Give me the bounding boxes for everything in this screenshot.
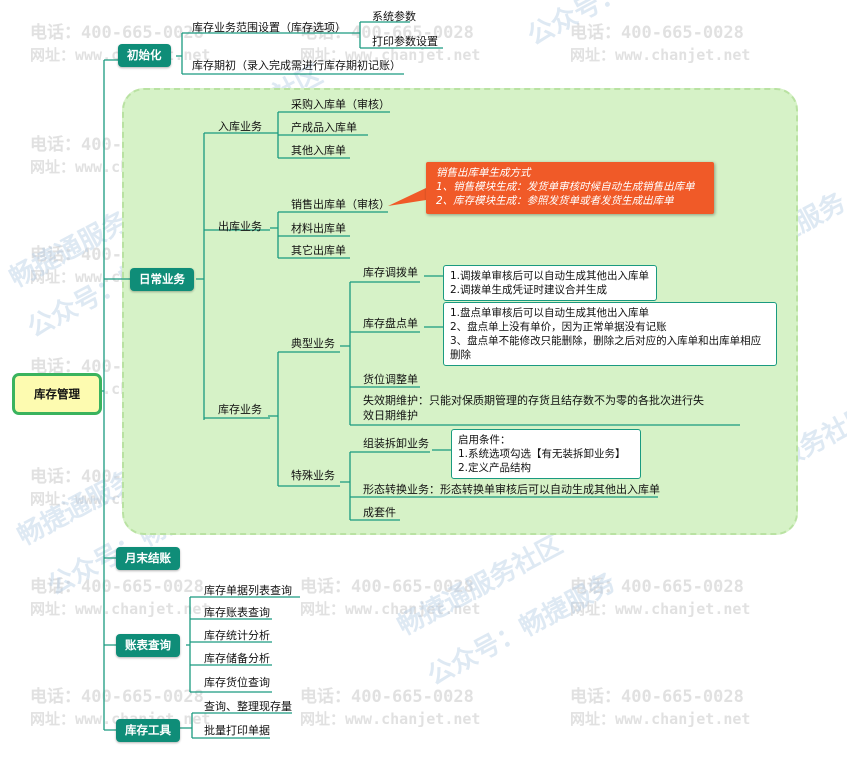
node-report-item[interactable]: 库存单据列表查询 [204,584,292,597]
note-line: 2、盘点单上没有单价，因为正常单据没有记账 [450,321,667,333]
note-line: 1.盘点单审核后可以自动生成其他出入库单 [450,307,650,319]
node-tools[interactable]: 库存工具 [116,719,180,742]
root-node[interactable]: 库存管理 [12,373,102,415]
note-line: 2.定义产品结构 [458,462,532,474]
node-outbound-item[interactable]: 销售出库单（审核） [291,198,390,211]
node-report-item[interactable]: 库存统计分析 [204,629,270,642]
note-line: 1.系统选项勾选【有无装拆卸业务】 [458,448,626,460]
node-reports[interactable]: 账表查询 [116,634,180,657]
node-scope[interactable]: 库存业务范围设置（库存选项） [192,21,346,34]
node-stock[interactable]: 库存业务 [218,403,262,416]
node-scope-item[interactable]: 打印参数设置 [372,35,438,48]
node-typical[interactable]: 典型业务 [291,337,335,350]
callout-line: 1、销售模块生成：发货单审核时候自动生成销售出库单 [436,181,695,193]
note-line: 3、盘点单不能修改只能删除，删除之后对应的入库单和出库单相应删除 [450,335,762,361]
node-transfer[interactable]: 库存调拨单 [363,266,418,279]
note-line: 1.调拨单审核后可以自动生成其他出入库单 [450,270,650,282]
node-assembly[interactable]: 组装拆卸业务 [363,437,429,450]
node-init[interactable]: 初始化 [118,44,171,67]
node-expiry[interactable]: 失效期维护：只能对保质期管理的存货且结存数不为零的各批次进行失效日期维护 [363,394,704,422]
node-report-item[interactable]: 库存账表查询 [204,606,270,619]
node-month-end[interactable]: 月末结账 [116,547,180,570]
node-special[interactable]: 特殊业务 [291,469,335,482]
node-inbound-item[interactable]: 产成品入库单 [291,121,357,134]
node-outbound-item[interactable]: 其它出库单 [291,244,346,257]
note-line: 启用条件： [458,434,511,446]
callout-title: 销售出库单生成方式 [436,167,531,179]
note-line: 2.调拨单生成凭证时建议合并生成 [450,284,608,296]
note-assembly: 启用条件： 1.系统选项勾选【有无装拆卸业务】 2.定义产品结构 [451,429,641,479]
callout-line: 2、库存模块生成：参照发货单或者发货生成出库单 [436,195,674,207]
node-inbound-item[interactable]: 其他入库单 [291,144,346,157]
node-scope-item[interactable]: 系统参数 [372,10,416,23]
node-outbound-item[interactable]: 材料出库单 [291,222,346,235]
note-transfer: 1.调拨单审核后可以自动生成其他出入库单 2.调拨单生成凭证时建议合并生成 [443,265,657,301]
node-tool-item[interactable]: 查询、整理现存量 [204,700,292,713]
node-count[interactable]: 库存盘点单 [363,317,418,330]
node-report-item[interactable]: 库存储备分析 [204,652,270,665]
node-convert[interactable]: 形态转换业务：形态转换单审核后可以自动生成其他出入库单 [363,483,660,496]
node-daily[interactable]: 日常业务 [130,268,194,291]
node-outbound[interactable]: 出库业务 [218,220,262,233]
callout-sales-outbound: 销售出库单生成方式 1、销售模块生成：发货单审核时候自动生成销售出库单 2、库存… [426,162,714,214]
node-inbound-item[interactable]: 采购入库单（审核） [291,98,390,111]
note-count: 1.盘点单审核后可以自动生成其他出入库单 2、盘点单上没有单价，因为正常单据没有… [443,302,777,366]
node-tool-item[interactable]: 批量打印单据 [204,724,270,737]
node-inbound[interactable]: 入库业务 [218,120,262,133]
node-kit[interactable]: 成套件 [363,506,396,519]
node-location[interactable]: 货位调整单 [363,373,418,386]
node-opening[interactable]: 库存期初（录入完成需进行库存期初记账） [192,59,401,72]
node-report-item[interactable]: 库存货位查询 [204,676,270,689]
